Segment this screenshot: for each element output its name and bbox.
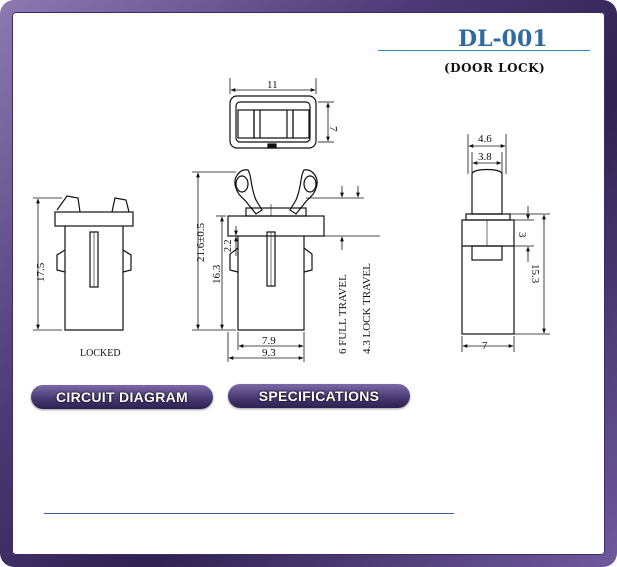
circuit-diagram-button[interactable]: CIRCUIT DIAGRAM bbox=[31, 385, 213, 409]
outer-width-label: 9.3 bbox=[262, 347, 276, 359]
total-height-label: 21.6±0.5 bbox=[195, 222, 207, 262]
model-title: DL-001 bbox=[458, 26, 548, 52]
circuit-diagram-label: CIRCUIT DIAGRAM bbox=[55, 389, 189, 405]
body-height-label: 16.3 bbox=[211, 264, 223, 284]
side-base-width-label: 7 bbox=[482, 340, 488, 352]
side-inner-width-label: 3.8 bbox=[478, 151, 492, 163]
bottom-rule bbox=[44, 513, 454, 514]
top-height-label: 7 bbox=[327, 126, 339, 132]
specifications-label: SPECIFICATIONS bbox=[258, 388, 380, 404]
side-view bbox=[461, 134, 550, 352]
front-view bbox=[192, 169, 380, 362]
top-view bbox=[229, 78, 334, 149]
locked-height-label: 17.5 bbox=[35, 262, 47, 282]
side-height-label: 15.3 bbox=[529, 264, 541, 284]
full-travel-label: 6 FULL TRAVEL bbox=[337, 274, 349, 354]
product-subtitle: (DOOR LOCK) bbox=[444, 61, 546, 75]
lock-travel-label: 4.3 LOCK TRAVEL bbox=[361, 263, 373, 354]
side-step-label: 3 bbox=[516, 232, 528, 238]
step-height-label: 2.2 bbox=[223, 240, 234, 253]
locked-label: LOCKED bbox=[80, 348, 121, 359]
side-top-width-label: 4.6 bbox=[478, 133, 492, 145]
title-underline bbox=[378, 50, 590, 51]
specifications-button[interactable]: SPECIFICATIONS bbox=[228, 384, 410, 408]
locked-view bbox=[33, 195, 134, 331]
inner-width-label: 7.9 bbox=[262, 335, 276, 347]
top-width-label: 11 bbox=[267, 79, 278, 91]
